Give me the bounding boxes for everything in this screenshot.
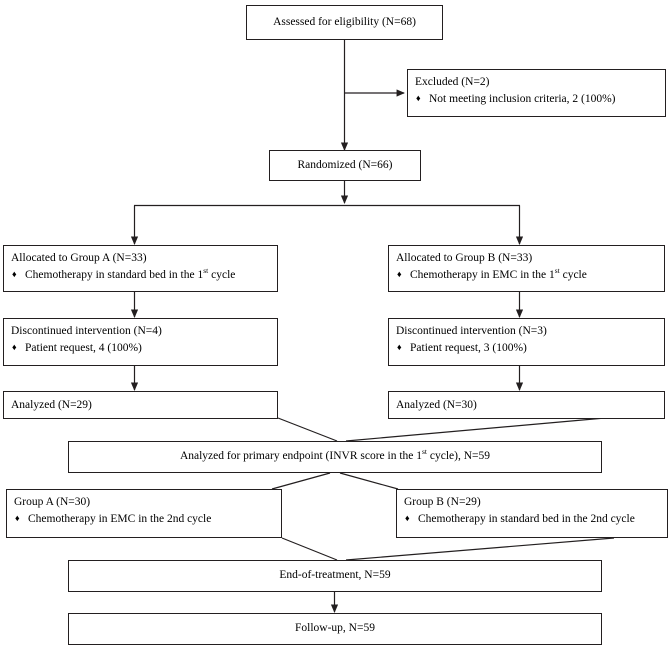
node-excluded: Excluded (N=2) ♦ Not meeting inclusion c… bbox=[407, 69, 666, 117]
node-analyzed-group-a: Analyzed (N=29) bbox=[3, 391, 278, 419]
node-analyzed-group-b: Analyzed (N=30) bbox=[388, 391, 665, 419]
allocated-a-title: Allocated to Group A (N=33) bbox=[11, 252, 147, 264]
allocated-a-bullet-sup: st bbox=[203, 266, 209, 276]
excluded-bullet: ♦ Not meeting inclusion criteria, 2 (100… bbox=[415, 92, 658, 108]
allocated-a-bullet-post: cycle bbox=[208, 268, 236, 281]
line-group-a-cycle2-to-end bbox=[281, 537, 338, 561]
allocated-b-title: Allocated to Group B (N=33) bbox=[396, 252, 533, 264]
allocated-b-bullet-sup: st bbox=[554, 266, 560, 276]
line-endpoint-to-group-a-cycle2 bbox=[271, 472, 331, 490]
line-endpoint-to-group-b-cycle2 bbox=[339, 472, 399, 490]
diamond-bullet-icon: ♦ bbox=[416, 92, 421, 103]
discontinued-b-title: Discontinued intervention (N=3) bbox=[396, 325, 547, 337]
node-discontinued-group-a: Discontinued intervention (N=4) ♦ Patien… bbox=[3, 318, 278, 366]
discontinued-a-title: Discontinued intervention (N=4) bbox=[11, 325, 162, 337]
primary-endpoint-post: cycle), N=59 bbox=[427, 450, 491, 463]
discontinued-a-bullet-text: Patient request, 4 (100%) bbox=[25, 341, 142, 354]
node-group-b-cycle2: Group B (N=29) ♦ Chemotherapy in standar… bbox=[396, 489, 668, 538]
node-assessed-for-eligibility: Assessed for eligibility (N=68) bbox=[246, 5, 443, 40]
diamond-bullet-icon: ♦ bbox=[405, 512, 410, 523]
group-b-cycle2-bullet-text: Chemotherapy in standard bed in the 2nd … bbox=[418, 512, 635, 525]
node-allocated-group-a: Allocated to Group A (N=33) ♦ Chemothera… bbox=[3, 245, 278, 292]
discontinued-a-bullet: ♦ Patient request, 4 (100%) bbox=[11, 341, 270, 357]
analyzed-a-text: Analyzed (N=29) bbox=[11, 398, 92, 411]
primary-endpoint-pre: Analyzed for primary endpoint (INVR scor… bbox=[179, 450, 423, 463]
allocated-b-bullet-post: cycle bbox=[559, 268, 587, 281]
node-primary-endpoint: Analyzed for primary endpoint (INVR scor… bbox=[68, 441, 602, 473]
allocated-a-bullet-pre: Chemotherapy in standard bed in the 1 bbox=[25, 268, 204, 281]
node-follow-up: Follow-up, N=59 bbox=[68, 613, 602, 645]
end-of-treatment-text: End-of-treatment, N=59 bbox=[279, 569, 391, 582]
diamond-bullet-icon: ♦ bbox=[15, 512, 20, 523]
randomized-text: Randomized (N=66) bbox=[297, 158, 393, 171]
group-b-cycle2-title: Group B (N=29) bbox=[404, 496, 481, 508]
group-a-cycle2-bullet: ♦ Chemotherapy in EMC in the 2nd cycle bbox=[14, 512, 274, 528]
group-b-cycle2-bullet: ♦ Chemotherapy in standard bed in the 2n… bbox=[404, 512, 660, 528]
node-randomized: Randomized (N=66) bbox=[269, 150, 421, 181]
primary-endpoint-text: Analyzed for primary endpoint (INVR scor… bbox=[179, 447, 491, 465]
node-discontinued-group-b: Discontinued intervention (N=3) ♦ Patien… bbox=[388, 318, 665, 366]
diamond-bullet-icon: ♦ bbox=[397, 268, 402, 279]
assessed-text: Assessed for eligibility (N=68) bbox=[273, 15, 416, 28]
allocated-b-bullet: ♦ Chemotherapy in EMC in the 1st cycle bbox=[396, 266, 657, 284]
diamond-bullet-icon: ♦ bbox=[397, 341, 402, 352]
discontinued-b-bullet: ♦ Patient request, 3 (100%) bbox=[396, 341, 657, 357]
node-allocated-group-b: Allocated to Group B (N=33) ♦ Chemothera… bbox=[388, 245, 665, 292]
diamond-bullet-icon: ♦ bbox=[12, 268, 17, 279]
follow-up-text: Follow-up, N=59 bbox=[295, 622, 375, 635]
group-a-cycle2-title: Group A (N=30) bbox=[14, 496, 91, 508]
diamond-bullet-icon: ♦ bbox=[12, 341, 17, 352]
allocated-b-bullet-pre: Chemotherapy in EMC in the 1 bbox=[410, 268, 555, 281]
node-group-a-cycle2: Group A (N=30) ♦ Chemotherapy in EMC in … bbox=[6, 489, 282, 538]
line-group-b-cycle2-to-end bbox=[345, 537, 615, 561]
line-analyzed-b-to-endpoint bbox=[345, 417, 606, 442]
primary-endpoint-sup: st bbox=[422, 447, 428, 457]
excluded-bullet-text: Not meeting inclusion criteria, 2 (100%) bbox=[429, 92, 616, 105]
group-a-cycle2-bullet-text: Chemotherapy in EMC in the 2nd cycle bbox=[28, 512, 212, 525]
line-analyzed-a-to-endpoint bbox=[277, 417, 338, 442]
discontinued-b-bullet-text: Patient request, 3 (100%) bbox=[410, 341, 527, 354]
node-end-of-treatment: End-of-treatment, N=59 bbox=[68, 560, 602, 592]
allocated-a-bullet: ♦ Chemotherapy in standard bed in the 1s… bbox=[11, 266, 270, 284]
excluded-title: Excluded (N=2) bbox=[415, 76, 490, 88]
analyzed-b-text: Analyzed (N=30) bbox=[396, 398, 477, 411]
